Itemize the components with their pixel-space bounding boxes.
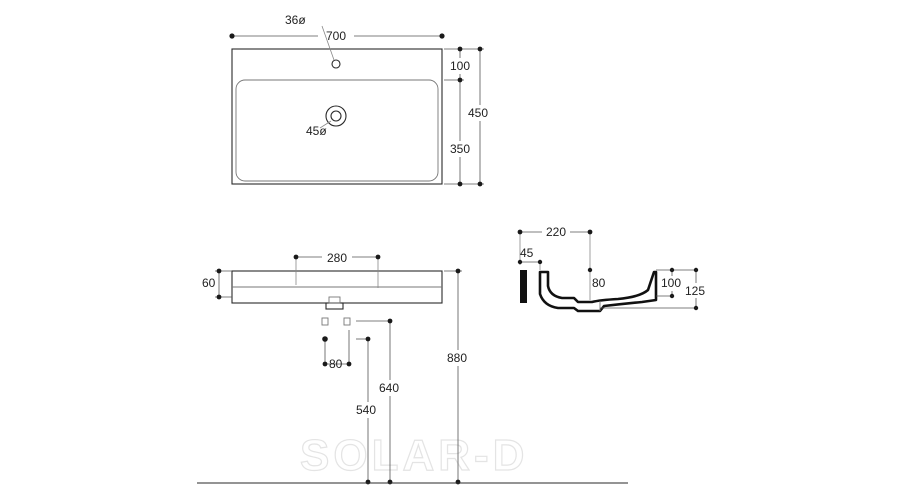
- dim-dot: [669, 267, 675, 273]
- dim-dot: [346, 361, 352, 367]
- label-section-depth: 220: [546, 225, 566, 239]
- label-width: 700: [326, 29, 346, 43]
- dim-dot: [365, 479, 371, 485]
- waste-outlet: [325, 302, 344, 310]
- label-bowl-depth: 350: [450, 142, 470, 156]
- section-wall-left: [520, 270, 527, 303]
- dim-dot: [387, 318, 393, 324]
- dim-dot: [587, 229, 593, 235]
- label-waste-spacing: 80: [329, 357, 343, 371]
- dim-dot: [517, 259, 523, 265]
- dim-dot: [216, 294, 222, 300]
- drain-inner: [330, 110, 342, 122]
- front-view: 280 60 80 640 540: [197, 251, 628, 485]
- section-view: 220 45 80 100 125: [517, 225, 708, 313]
- label-waste-height-lower: 540: [356, 403, 376, 417]
- label-bg: [447, 58, 473, 74]
- label-tap-hole: 36ø: [285, 13, 306, 27]
- dim-dot: [293, 254, 299, 260]
- dim-dot: [457, 46, 463, 52]
- dim-dot: [322, 361, 328, 367]
- dim-dot: [229, 33, 235, 39]
- label-depth: 450: [468, 106, 488, 120]
- label-install-height: 880: [447, 351, 467, 365]
- dim-dot: [457, 77, 463, 83]
- section-bowl-profile: [538, 270, 658, 313]
- label-bg: [355, 402, 381, 418]
- label-bg: [660, 276, 682, 291]
- pipe-fitting-right: [343, 317, 351, 326]
- top-view: 700 36ø 45ø 100 350 450: [229, 13, 493, 187]
- dim-dot: [387, 479, 393, 485]
- label-total-height: 125: [685, 284, 705, 298]
- dim-dot: [587, 267, 593, 273]
- dim-dot: [216, 268, 222, 274]
- dim-dot: [455, 268, 461, 274]
- dim-dot: [457, 181, 463, 187]
- dim-dot: [693, 305, 699, 311]
- label-bg: [684, 283, 708, 298]
- label-bg: [467, 105, 493, 121]
- leader-tap-hole: [321, 25, 335, 61]
- leader-drain: [319, 120, 332, 129]
- label-floor-depth: 80: [592, 276, 606, 290]
- label-thickness: 60: [202, 276, 216, 290]
- dim-dot: [537, 259, 543, 265]
- dim-dot: [517, 229, 523, 235]
- label-bg: [447, 141, 473, 157]
- dim-dot: [693, 267, 699, 273]
- drain-outer: [325, 105, 347, 127]
- bowl-outline-top: [235, 79, 439, 182]
- pipe-fitting-left: [321, 317, 329, 326]
- watermark: SOLAR-D: [300, 431, 528, 480]
- label-bg: [377, 380, 403, 396]
- basin-outline-top: [231, 48, 443, 185]
- dim-dot: [365, 336, 371, 342]
- waste-outlet-inner: [328, 296, 341, 304]
- label-drain-hole: 45ø: [306, 124, 327, 138]
- label-bg: [446, 350, 472, 366]
- dim-dot: [439, 33, 445, 39]
- label-drain-width: 280: [327, 251, 347, 265]
- label-rim-depth: 100: [450, 59, 470, 73]
- dim-dot: [322, 336, 328, 342]
- dim-dot: [669, 293, 675, 299]
- label-waste-height-upper: 640: [379, 381, 399, 395]
- dim-dot: [477, 46, 483, 52]
- label-inner-height: 100: [661, 276, 681, 290]
- dim-dot: [455, 479, 461, 485]
- label-wall: 45: [520, 246, 534, 260]
- dim-dot: [375, 254, 381, 260]
- tap-hole: [331, 59, 341, 69]
- dim-dot: [477, 181, 483, 187]
